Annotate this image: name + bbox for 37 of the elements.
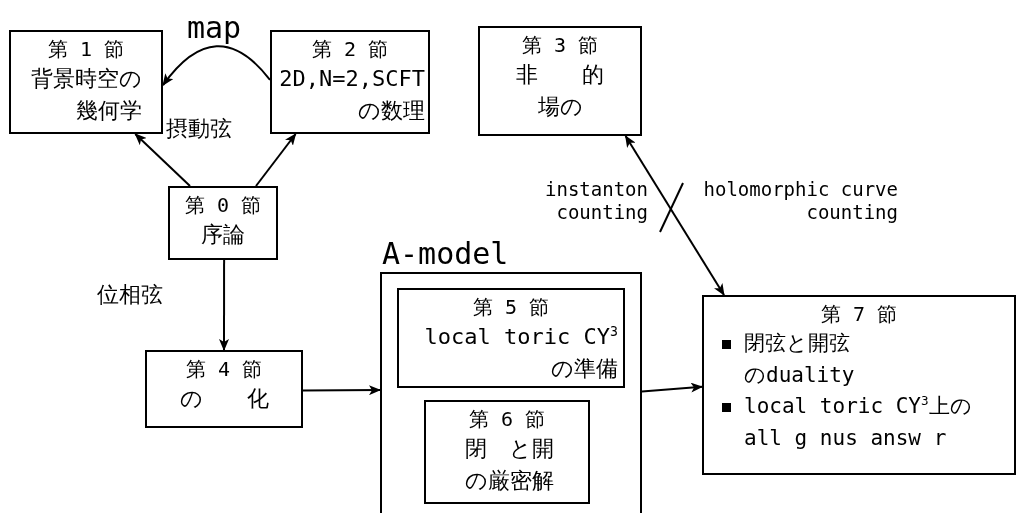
arrow <box>134 133 191 187</box>
group-title: A-model <box>382 236 509 272</box>
section-box <box>702 295 1016 475</box>
edge-label: 位相弦 <box>97 282 163 309</box>
arrow <box>624 135 725 296</box>
section-box <box>9 30 163 134</box>
section-title: 非 的場の <box>515 61 605 121</box>
section-heading: 第 5 節 <box>472 294 550 321</box>
section-heading: 第 1 節 <box>47 36 125 63</box>
arrow <box>255 133 297 187</box>
annotation-label: instanton counting <box>544 178 648 224</box>
section-title: local toric CY$^{3}$の準備 <box>423 322 618 383</box>
bullet-item: local toric CY$^{3}$上のall g nus answ r <box>744 392 973 452</box>
section-heading: 第 0 節 <box>184 192 262 219</box>
section-title: 閉 と開の厳密解 <box>464 435 554 495</box>
section-box <box>145 350 303 428</box>
section-box <box>397 288 625 388</box>
section-heading: 第 3 節 <box>521 32 599 59</box>
arrow <box>641 382 703 393</box>
section-box <box>270 30 430 134</box>
section-title: 2D,N=2,SCFTの数理 <box>278 65 425 125</box>
arrow <box>219 259 229 351</box>
annotation-label: holomorphic curve counting <box>702 178 898 224</box>
section-title: の 化 <box>178 385 270 413</box>
section-heading: 第 4 節 <box>185 356 263 383</box>
section-box <box>478 26 642 136</box>
arrow <box>302 385 381 396</box>
arrow <box>162 45 271 87</box>
annotation-label: 摂動弦 <box>166 116 233 143</box>
section-box <box>168 186 278 260</box>
section-heading: 第 6 節 <box>468 406 546 433</box>
section-title: 序論 <box>200 221 246 249</box>
section-box <box>424 400 590 504</box>
edge-label: map <box>187 10 242 46</box>
section-heading: 第 2 節 <box>311 36 389 63</box>
section-heading: 第 7 節 <box>820 301 898 328</box>
section-title: 背景時空の幾何学 <box>30 65 142 125</box>
